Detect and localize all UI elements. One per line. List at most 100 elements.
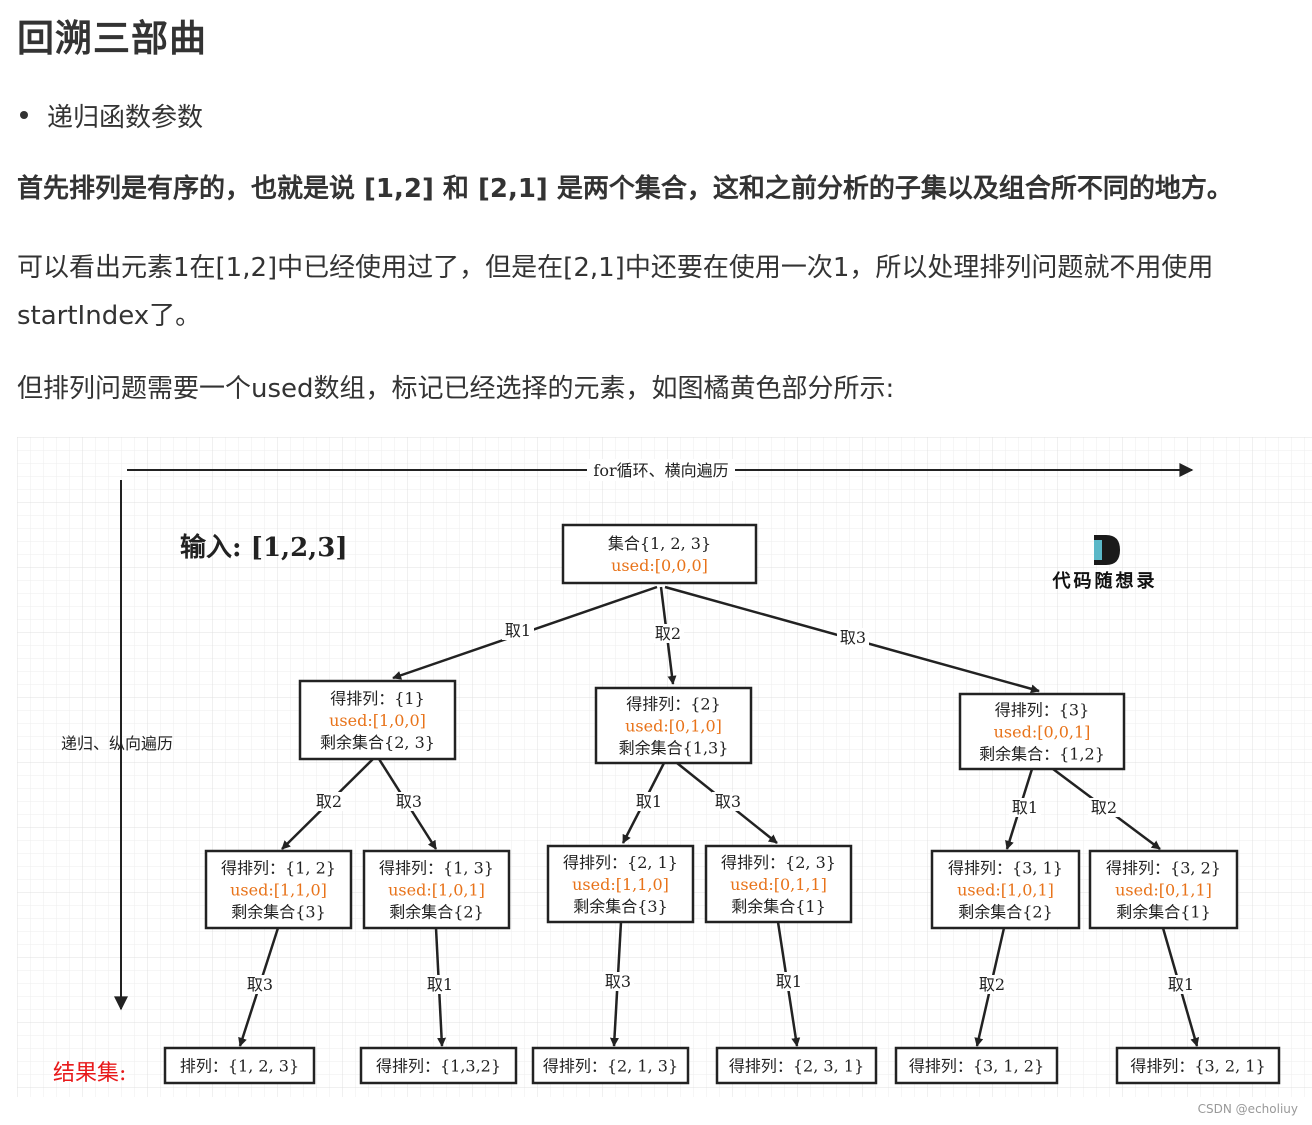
node-l2-5-border <box>930 849 1081 930</box>
result-leaf-6-text: 得排列：{3, 2, 1} <box>1130 1057 1265 1076</box>
edge-l1-to-l2-6-label-bg <box>1088 798 1120 817</box>
edge-root-to-l1-2: 取2 <box>652 586 684 685</box>
input-label: 输入: [1,2,3] <box>180 532 348 563</box>
edge-l1-to-l2-1-label: 取2 <box>316 792 342 811</box>
edge-l2-to-leaf-4: 取1 <box>773 921 805 1047</box>
horizontal-traversal-label: for循环、横向遍历 <box>593 461 728 480</box>
node-l2-6-border <box>1088 849 1239 930</box>
edge-l2-to-leaf-3: 取3 <box>602 921 634 1047</box>
node-l1-1: 得排列：{1} used:[1,0,0] 剩余集合{2, 3} <box>298 679 457 761</box>
edge-l2-to-leaf-1: 取3 <box>238 927 280 1047</box>
watermark: CSDN @echoliuy <box>1197 1102 1298 1116</box>
edge-l1-to-l2-5-label-bg <box>1009 798 1041 817</box>
logo-text: 代码随想录 <box>1052 570 1158 592</box>
result-leaf-5-text: 得排列：{3, 1, 2} <box>909 1057 1044 1076</box>
bullet-text: 递归函数参数 <box>47 102 204 133</box>
result-leaf-1-text: 排列：{1, 2, 3} <box>180 1057 299 1076</box>
vertical-traversal-label: 递归、纵向遍历 <box>61 734 173 753</box>
node-l2-1-used: used:[1,1,0] <box>230 881 327 900</box>
result-leaf-6: 得排列：{3, 2, 1} <box>1115 1046 1281 1085</box>
result-leaf-4: 得排列：{2, 3, 1} <box>715 1046 878 1085</box>
edge-l1-to-l2-5-label: 取1 <box>1012 798 1038 817</box>
edge-l2-to-leaf-6-label: 取1 <box>1168 975 1194 994</box>
node-l2-6-permutation: 得排列：{3, 2} <box>1106 859 1221 878</box>
result-leaf-3-text: 得排列：{2, 1, 3} <box>543 1057 678 1076</box>
edge-l1-to-l2-4-label-bg <box>712 792 744 811</box>
node-l2-3: 得排列：{2, 1} used:[1,1,0] 剩余集合{3} <box>546 844 695 924</box>
node-l2-6: 得排列：{3, 2}used:[0,1,1]剩余集合{1} <box>1088 849 1239 930</box>
edge-l2-to-leaf-5-label-bg <box>976 975 1008 994</box>
node-l2-4-used: used:[0,1,1] <box>730 875 827 894</box>
result-leaf-1: 排列：{1, 2, 3} <box>163 1046 316 1085</box>
tree-edges: 取1 取2 取3 取2 取3 取1 取3 取1 取2 取3 取1 取3 取1 取2 取1 <box>238 585 1200 1047</box>
result-leaf-2: 得排列：{1,3,2} <box>359 1046 518 1085</box>
edge-l1-to-l2-3: 取1 <box>621 762 666 844</box>
node-l1-3: 得排列：{3} used:[0,0,1] 剩余集合：{1,2} <box>958 692 1126 771</box>
node-l1-2: 得排列：{2}used:[0,1,0]剩余集合{1,3} <box>594 686 753 765</box>
edge-l1-to-l2-1: 取2 <box>281 758 374 850</box>
edge-l2-to-leaf-4-label: 取1 <box>776 972 802 991</box>
result-leaf-2-border <box>359 1046 518 1085</box>
result-leaf-4-border <box>715 1046 878 1085</box>
node-l1-3-used: used:[0,0,1] <box>994 723 1091 742</box>
logo-accent-bar <box>1094 540 1102 560</box>
edge-root-to-l1-3-label-bg <box>837 628 869 647</box>
edge-l2-to-leaf-2-label-bg <box>424 975 456 994</box>
paragraph-ordered-permutation: 首先排列是有序的，也就是说 [1,2] 和 [2,1] 是两个集合，这和之前分析… <box>17 174 1233 204</box>
edge-l1-to-l2-2-label: 取3 <box>396 792 422 811</box>
node-l1-2-border <box>594 686 753 765</box>
node-l1-3-remaining: 剩余集合：{1,2} <box>979 745 1105 764</box>
node-l1-3-permutation: 得排列：{3} <box>995 701 1090 720</box>
node-l1-1-permutation: 得排列：{1} <box>330 689 425 708</box>
permutation-tree-diagram: for循环、横向遍历 递归、纵向遍历 输入: [1,2,3] 代码随想录 结果集… <box>17 437 1312 1097</box>
edge-l2-to-leaf-6: 取1 <box>1161 927 1200 1047</box>
edge-l1-to-l2-2: 取3 <box>377 758 438 850</box>
paragraph-line-2: startIndex了。 <box>17 301 202 331</box>
result-leaf-3-border <box>531 1046 690 1085</box>
edge-l1-to-l2-2-label-bg <box>393 792 425 811</box>
edge-l2-to-leaf-2: 取1 <box>424 927 456 1047</box>
node-l2-2-remaining: 剩余集合{2} <box>389 903 484 922</box>
result-set-label: 结果集: <box>53 1061 126 1086</box>
edge-l1-to-l2-3-label-bg <box>633 792 665 811</box>
node-l1-2-used: used:[0,1,0] <box>625 717 722 736</box>
edge-l2-to-leaf-5-label: 取2 <box>979 975 1005 994</box>
node-l2-3-used: used:[1,1,0] <box>572 875 669 894</box>
edge-l2-to-leaf-6-label-bg <box>1165 975 1197 994</box>
node-root-border <box>561 523 758 585</box>
node-root: 集合{1, 2, 3}used:[0,0,0] <box>561 523 758 585</box>
node-l1-1-border <box>298 679 457 761</box>
node-l2-4: 得排列：{2, 3}used:[0,1,1]剩余集合{1} <box>704 844 853 924</box>
result-leaf-5-border <box>894 1046 1059 1085</box>
node-l2-1: 得排列：{1, 2} used:[1,1,0] 剩余集合{3} <box>204 849 353 930</box>
edge-l1-to-l2-4: 取3 <box>676 762 778 844</box>
edge-root-to-l1-1-label: 取1 <box>505 621 531 640</box>
result-leaf-5: 得排列：{3, 1, 2} <box>894 1046 1059 1085</box>
node-l2-3-border <box>546 844 695 924</box>
node-l2-1-permutation: 得排列：{1, 2} <box>221 859 336 878</box>
edge-root-to-l1-2-label: 取2 <box>655 624 681 643</box>
node-l2-3-remaining: 剩余集合{3} <box>573 897 668 916</box>
node-l2-4-border <box>704 844 853 924</box>
edge-root-to-l1-3: 取3 <box>664 585 1040 694</box>
node-l1-1-used: used:[1,0,0] <box>329 711 426 730</box>
horizontal-label-bg <box>587 459 735 481</box>
edge-l2-to-leaf-3-label: 取3 <box>605 972 631 991</box>
result-leaf-3: 得排列：{2, 1, 3} <box>531 1046 690 1085</box>
node-l2-6-remaining: 剩余集合{1} <box>1116 903 1211 922</box>
paragraph-line-1: 可以看出元素1在[1,2]中已经使用过了，但是在[2,1]中还要在使用一次1，所… <box>17 253 1214 283</box>
node-l2-2-permutation: 得排列：{1, 3} <box>379 859 494 878</box>
bullet-dot <box>20 111 28 119</box>
edge-root-to-l1-1-label-bg <box>502 621 534 640</box>
node-l2-2: 得排列：{1, 3}used:[1,0,1]剩余集合{2} <box>362 849 511 930</box>
edge-l2-to-leaf-3-label-bg <box>602 972 634 991</box>
node-l2-3-permutation: 得排列：{2, 1} <box>563 853 678 872</box>
edge-l1-to-l2-4-label: 取3 <box>715 792 741 811</box>
node-l2-5-used: used:[1,0,1] <box>957 881 1054 900</box>
edge-l1-to-l2-6: 取2 <box>1052 767 1161 851</box>
node-l2-1-remaining: 剩余集合{3} <box>231 903 326 922</box>
edge-root-to-l1-3-label: 取3 <box>840 628 866 647</box>
node-l1-3-border <box>958 692 1126 771</box>
edge-l2-to-leaf-1-label: 取3 <box>247 975 273 994</box>
node-l1-1-remaining: 剩余集合{2, 3} <box>320 733 435 752</box>
